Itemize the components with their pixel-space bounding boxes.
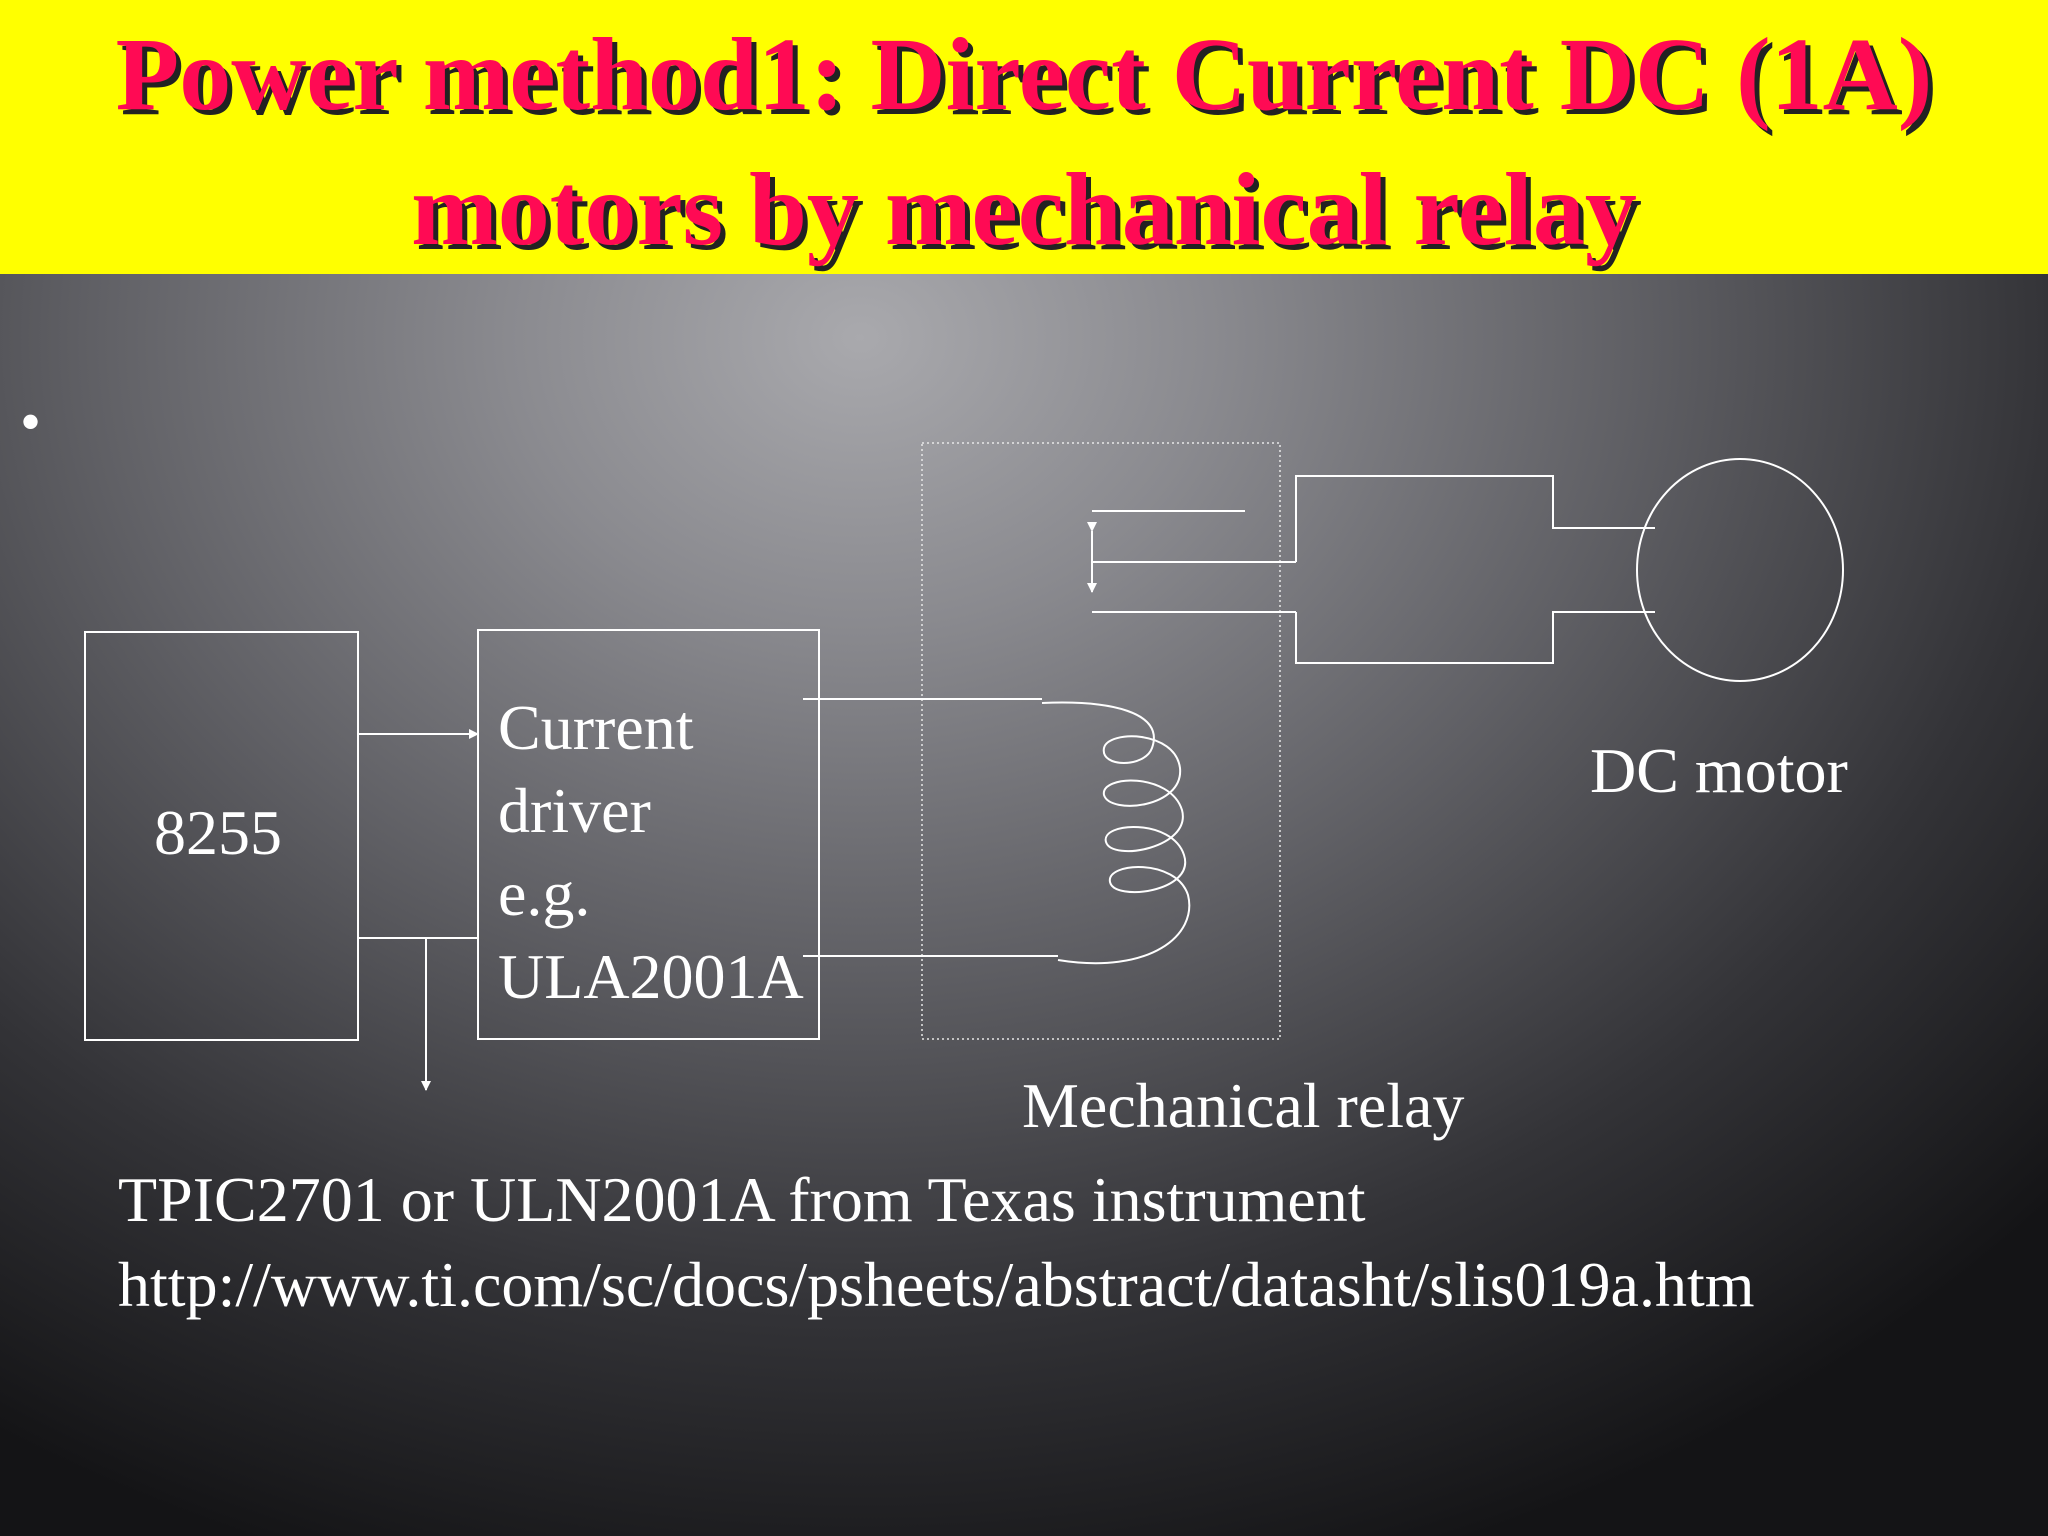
block-8255 [84,631,359,1041]
slide-title-line-1: Power method1: Direct Current DC (1A) [115,17,1933,132]
label-8255: 8255 [154,797,282,868]
driver-label-line-2: driver [498,775,651,846]
driver-label-line-3: e.g. [498,858,591,929]
dc-motor-symbol [1636,458,1844,682]
block-current-driver [477,629,820,1040]
driver-label-line-1: Current [498,692,694,763]
motor-wire-bottom [1295,611,1655,664]
datasheet-url: http://www.ti.com/sc/docs/psheets/abstra… [118,1249,1755,1320]
label-dc-motor: DC motor [1590,735,1848,806]
bullet-point: • [20,389,42,455]
label-current-driver: Current driver e.g. ULA2001A [498,686,804,1018]
motor-wire-top [1295,475,1655,562]
slide-title-line-2: motors by mechanical relay [411,152,1637,267]
driver-label-line-4: ULA2001A [498,941,804,1012]
title-band: Power method1: Direct Current DC (1A) mo… [0,0,2048,274]
footnote: TPIC2701 or ULN2001A from Texas instrume… [118,1157,1755,1327]
relay-boundary [921,442,1281,1040]
relay-coil [1041,701,1191,965]
footnote-line-1: TPIC2701 or ULN2001A from Texas instrume… [118,1164,1366,1235]
label-mechanical-relay: Mechanical relay [1022,1070,1465,1141]
